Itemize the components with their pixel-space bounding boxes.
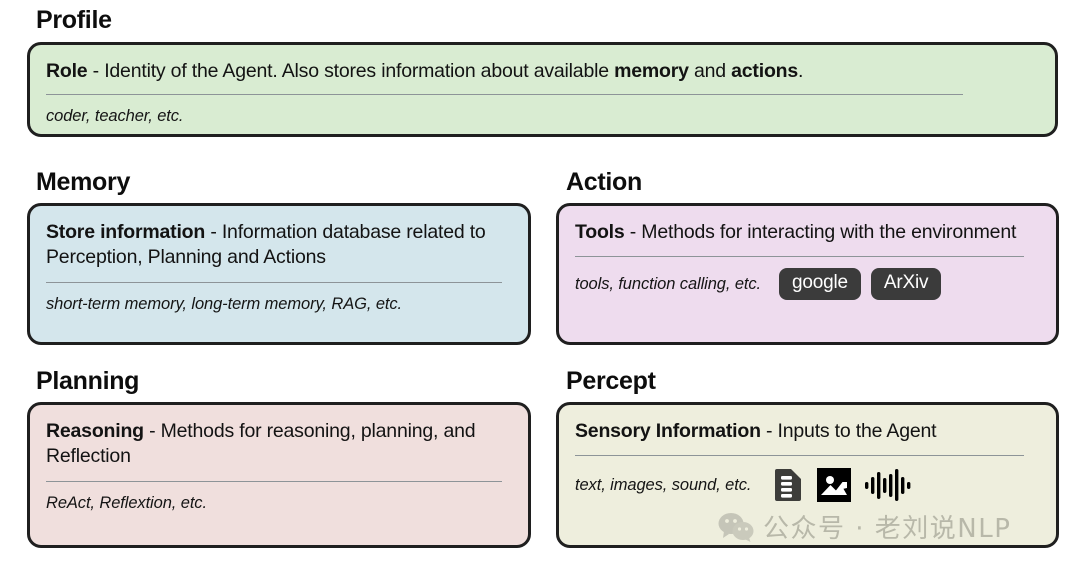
card-planning-headline: Reasoning - Methods for reasoning, plann…	[46, 419, 512, 470]
section-title-memory: Memory	[36, 168, 131, 196]
card-profile-term-memory: memory	[614, 60, 689, 82]
card-planning-footer: ReAct, Reflextion, etc.	[46, 493, 512, 515]
card-profile: Role - Identity of the Agent. Also store…	[27, 42, 1058, 137]
percept-modality-icons	[773, 467, 911, 503]
card-memory-examples: short-term memory, long-term memory, RAG…	[46, 295, 403, 314]
card-action-term: Tools	[575, 221, 625, 243]
card-profile-divider	[46, 94, 963, 96]
card-memory-desc: - Information database related to Percep…	[46, 221, 486, 269]
action-tool-chips: google ArXiv	[779, 268, 942, 301]
card-profile-footer: coder, teacher, etc.	[46, 105, 1039, 127]
card-action: Tools - Methods for interacting with the…	[556, 203, 1059, 345]
audio-waveform-icon	[865, 469, 911, 502]
card-planning-desc: - Methods for reasoning, planning, and R…	[46, 420, 476, 468]
card-percept-divider	[575, 455, 1024, 457]
card-planning-divider	[46, 480, 502, 482]
card-planning-examples: ReAct, Reflextion, etc.	[46, 494, 207, 513]
card-percept: Sensory Information - Inputs to the Agen…	[556, 402, 1059, 548]
card-memory-headline: Store information - Information database…	[46, 220, 512, 271]
card-memory: Store information - Information database…	[27, 203, 531, 345]
card-profile-examples: coder, teacher, etc.	[46, 106, 184, 125]
card-percept-headline: Sensory Information - Inputs to the Agen…	[575, 419, 1040, 444]
chip-google[interactable]: google	[779, 268, 861, 301]
card-percept-footer: text, images, sound, etc.	[575, 467, 1040, 503]
card-memory-term: Store information	[46, 221, 206, 243]
card-profile-desc-mid: and	[688, 60, 732, 82]
card-action-examples: tools, function calling, etc.	[575, 274, 762, 293]
card-profile-desc-end: .	[798, 60, 804, 82]
card-planning-term: Reasoning	[46, 420, 144, 442]
card-percept-desc: - Inputs to the Agent	[760, 420, 937, 442]
document-icon	[775, 469, 802, 502]
card-profile-term: Role	[46, 60, 88, 82]
card-memory-footer: short-term memory, long-term memory, RAG…	[46, 294, 512, 316]
image-icon	[817, 468, 852, 503]
chip-arxiv[interactable]: ArXiv	[870, 268, 942, 301]
card-percept-term: Sensory Information	[575, 420, 761, 442]
card-profile-desc: - Identity of the Agent. Also stores inf…	[87, 60, 615, 82]
card-memory-divider	[46, 281, 502, 283]
section-title-profile: Profile	[36, 6, 112, 34]
section-title-planning: Planning	[36, 367, 140, 395]
card-profile-term-actions: actions	[731, 60, 799, 82]
card-action-divider	[575, 256, 1024, 258]
section-title-action: Action	[566, 168, 642, 196]
card-profile-headline: Role - Identity of the Agent. Also store…	[46, 59, 1039, 84]
card-planning: Reasoning - Methods for reasoning, plann…	[27, 402, 531, 548]
card-action-footer: tools, function calling, etc. google ArX…	[575, 268, 1040, 301]
card-percept-examples: text, images, sound, etc.	[575, 475, 752, 494]
card-action-headline: Tools - Methods for interacting with the…	[575, 220, 1040, 245]
section-title-percept: Percept	[566, 367, 656, 395]
card-action-desc: - Methods for interacting with the envir…	[624, 221, 1017, 243]
